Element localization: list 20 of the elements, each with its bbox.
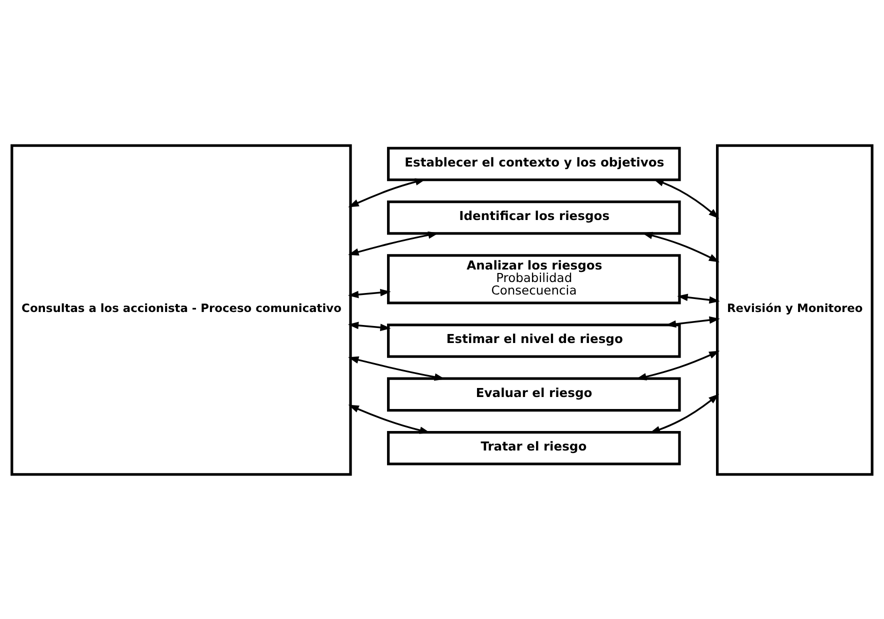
node-box: Revisión y Monitoreo <box>716 144 874 476</box>
arrow <box>348 288 391 298</box>
node-box: Estimar el nivel de riesgo <box>387 323 681 358</box>
arrow <box>677 293 720 304</box>
arrow <box>636 350 720 380</box>
arrow <box>642 231 720 262</box>
arrow <box>348 356 446 380</box>
node-box: Establecer el contexto y los objetivos <box>387 146 681 181</box>
node-box: Identificar los riesgos <box>387 200 681 234</box>
arrow <box>348 404 430 434</box>
node-box: Consultas a los accionista - Proceso comunicativo <box>10 144 352 476</box>
arrow <box>653 178 720 218</box>
arrow <box>348 230 439 256</box>
node-box: Tratar el riesgo <box>387 430 681 465</box>
arrow <box>665 316 720 328</box>
arrow <box>348 321 391 331</box>
node-box: Evaluar el riesgo <box>387 376 681 412</box>
arrow <box>650 393 720 433</box>
arrow <box>348 178 426 207</box>
node-box: Analizar los riesgos Probabilidad Consecuencia <box>387 254 681 304</box>
